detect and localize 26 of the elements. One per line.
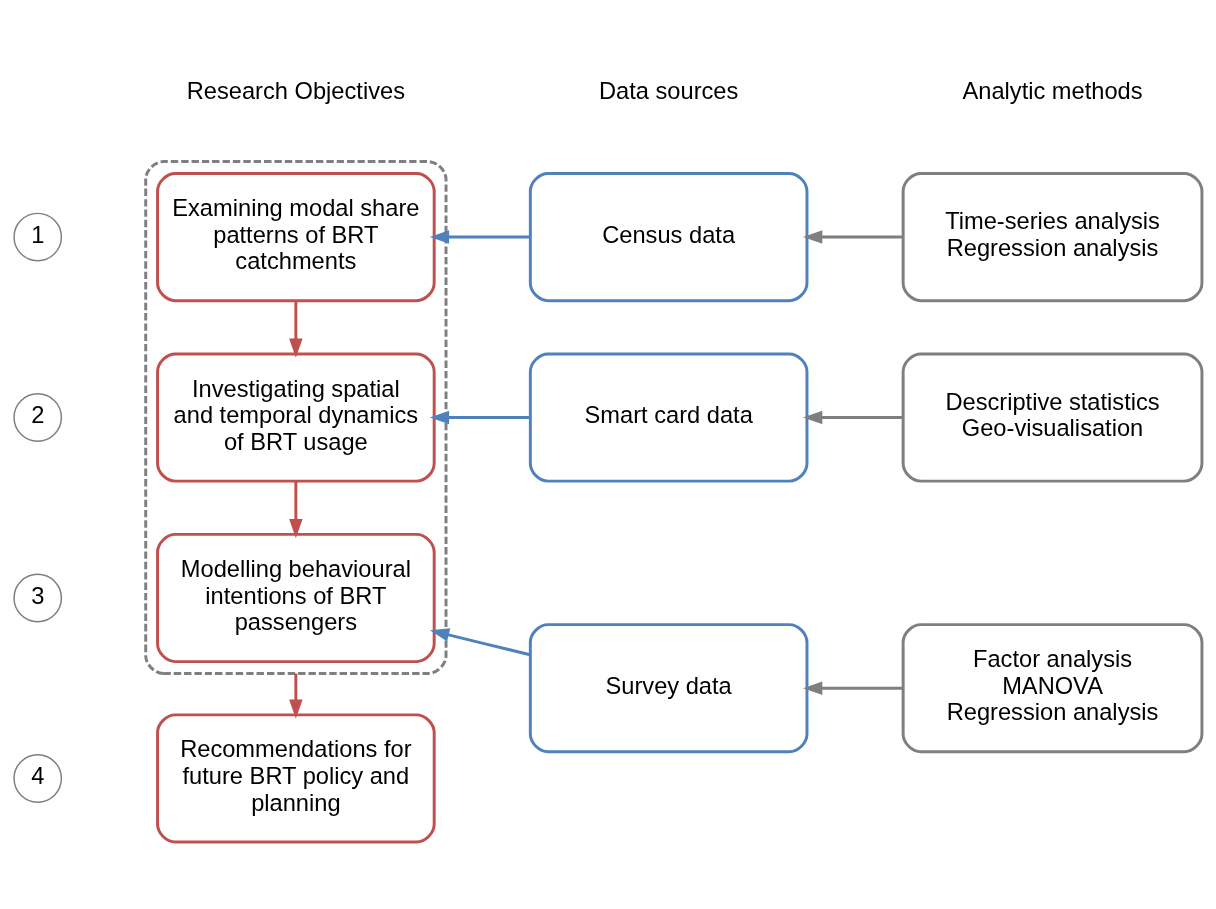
- node-box: Census data: [528, 171, 809, 303]
- arrow: [289, 300, 303, 358]
- node-box: Modelling behavioural intentions of BRT passengers: [156, 532, 436, 664]
- arrow: [429, 230, 530, 244]
- node-box: Recommendations for future BRT policy and planning: [156, 713, 436, 844]
- arrow: [803, 681, 903, 695]
- arrow: [429, 410, 530, 425]
- node-box: Investigating spatial and temporal dynamics of BRT usage: [156, 352, 436, 483]
- arrow: [429, 628, 531, 657]
- node-box: Smart card data: [528, 352, 809, 483]
- node-circle: 4: [13, 754, 63, 803]
- node-circle: 3: [13, 573, 63, 623]
- node-circle: 2: [13, 393, 63, 442]
- label: Data sources: [598, 78, 739, 105]
- node-box: Factor analysis MANOVA Regression analysis: [901, 623, 1204, 754]
- arrow: [289, 481, 303, 539]
- label: Research Objectives: [186, 78, 405, 105]
- node-box: Time-series analysis Regression analysis: [901, 171, 1204, 303]
- arrow: [289, 673, 303, 719]
- node-box: Descriptive statistics Geo-visualisation: [901, 352, 1204, 483]
- arrow: [803, 410, 903, 425]
- node-box: Examining modal share patterns of BRT catchments: [156, 171, 436, 303]
- arrow: [803, 230, 903, 244]
- node-circle: 1: [13, 212, 63, 262]
- node-box: Survey data: [528, 623, 809, 754]
- label: Analytic methods: [962, 78, 1143, 105]
